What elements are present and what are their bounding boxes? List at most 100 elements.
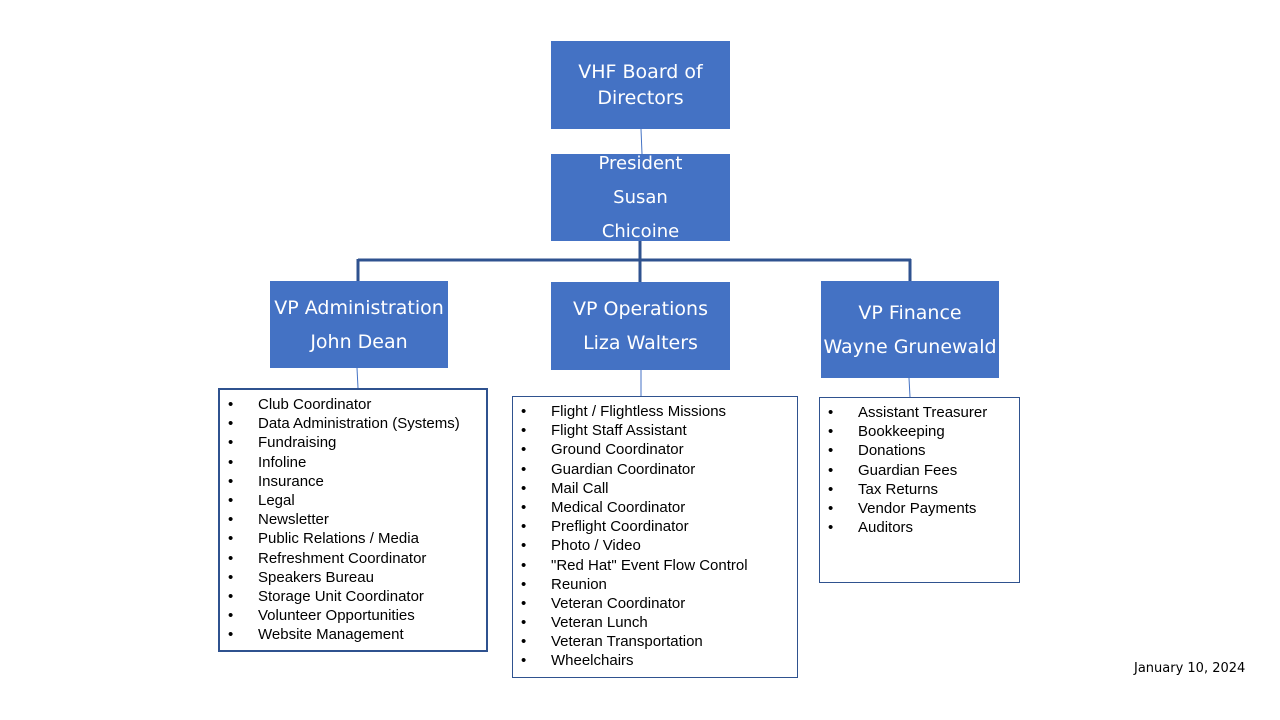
list-item: • Public Relations / Media: [220, 529, 486, 548]
list-item-text: Assistant Treasurer: [858, 404, 988, 421]
bullet-icon: •: [228, 549, 234, 567]
bullet-icon: •: [521, 441, 527, 459]
list-item: •Club Coordinator: [220, 395, 486, 414]
list-item-text: Bookkeeping: [858, 423, 945, 441]
board-of-directors-box: VHF Board of Directors: [551, 41, 730, 129]
list-item: • Flight Staff Assistant: [513, 421, 797, 440]
bullet-icon: •: [521, 652, 527, 670]
bullet-icon: •: [228, 587, 234, 605]
bullet-icon: •: [828, 519, 834, 537]
bullet-icon: •: [828, 423, 834, 441]
list-item-text: Ground Coordinator: [551, 441, 684, 459]
list-item-text: Public Relations / Media: [258, 530, 419, 548]
vp-fin-name: Wayne Grunewald: [823, 335, 997, 358]
president-name-line2: Chicoine: [601, 220, 680, 242]
list-item: • Infoline: [220, 453, 486, 472]
list-item: •Data Administration (Systems): [220, 414, 486, 433]
bullet-icon: •: [228, 491, 234, 509]
bullet-icon: •: [521, 498, 527, 516]
bullet-icon: •: [521, 556, 527, 574]
bullet-icon: •: [828, 499, 834, 517]
list-item-text: Preflight Coordinator: [551, 518, 689, 536]
list-item: •Medical Coordinator: [513, 498, 797, 517]
list-item: • Ground Coordinator: [513, 440, 797, 459]
bullet-icon: •: [228, 607, 234, 625]
list-item: • Bookkeeping: [820, 422, 1019, 441]
list-item: • Newsletter: [220, 510, 486, 529]
list-item: • Veteran Coordinator: [513, 594, 797, 613]
list-item-text: Veteran Transportation: [551, 633, 703, 651]
list-item-text: Photo / Video: [551, 537, 641, 555]
list-item: •Veteran Lunch: [513, 613, 797, 632]
list-item: • Insurance: [220, 472, 486, 491]
list-item-text: Guardian Coordinator: [551, 460, 696, 478]
bullet-icon: •: [228, 530, 234, 548]
vp-ops-name: Liza Walters: [583, 332, 698, 354]
board-president-connector: [640, 128, 643, 155]
vp-administration-box: VP Administration John Dean: [270, 281, 448, 368]
bullet-icon: •: [228, 472, 234, 490]
list-item-text: Insurance: [258, 472, 324, 490]
bullet-icon: •: [228, 415, 234, 433]
vp-ops-title: VP Operations: [573, 298, 708, 320]
bullet-icon: •: [228, 626, 234, 644]
list-item-text: Website Management: [258, 626, 404, 644]
list-item-text: Donations: [858, 442, 926, 460]
list-item: • Guardian Coordinator: [513, 460, 797, 479]
bullet-icon: •: [228, 396, 234, 413]
vp-finance-list-connector: [908, 377, 911, 398]
bullet-icon: •: [521, 594, 527, 612]
bullet-icon: •: [828, 461, 834, 479]
list-item: • Auditors: [820, 518, 1019, 537]
list-item: • Website Management: [220, 625, 486, 644]
bullet-icon: •: [228, 511, 234, 529]
list-item-text: Guardian Fees: [858, 461, 958, 479]
list-item-text: Infoline: [258, 453, 307, 471]
president-box: President Susan Chicoine: [551, 153, 730, 242]
vp-admin-duties-list: •Club Coordinator •Data Administration (…: [218, 388, 488, 652]
bullet-icon: •: [828, 404, 834, 421]
list-item-text: Newsletter: [258, 511, 329, 529]
list-item: • Flight / Flightless Missions: [513, 402, 797, 421]
list-item-text: Veteran Coordinator: [551, 594, 686, 612]
vp-finance-box: VP Finance Wayne Grunewald: [821, 281, 999, 378]
list-item-text: Flight / Flightless Missions: [551, 403, 727, 420]
bullet-icon: •: [521, 422, 527, 440]
bullet-icon: •: [828, 442, 834, 460]
list-item: • "Red Hat" Event Flow Control: [513, 556, 797, 575]
list-item-text: Auditors: [858, 519, 914, 537]
board-title-line1: VHF Board of: [578, 61, 703, 83]
list-item: • Photo / Video: [513, 536, 797, 555]
vp-ops-duties-list: • Flight / Flightless Missions • Flight St…: [512, 396, 798, 678]
list-item: •Tax Returns: [820, 480, 1019, 499]
bullet-icon: •: [228, 453, 234, 471]
vp-fin-title: VP Finance: [858, 301, 962, 324]
bullet-icon: •: [521, 575, 527, 593]
bullet-icon: •: [521, 537, 527, 555]
list-item-text: "Red Hat" Event Flow Control: [551, 556, 748, 574]
bullet-icon: •: [228, 434, 234, 452]
list-item: •Speakers Bureau: [220, 568, 486, 587]
board-title-line2: Directors: [597, 87, 684, 109]
list-item-text: Flight Staff Assistant: [551, 422, 687, 440]
list-item: • Donations: [820, 441, 1019, 460]
list-item-text: Mail Call: [551, 479, 609, 497]
list-item: • Fundraising: [220, 433, 486, 452]
vp-operations-box: VP Operations Liza Walters: [551, 282, 730, 370]
vp-admin-name: John Dean: [310, 330, 408, 353]
bullet-icon: •: [521, 460, 527, 478]
list-item-text: Legal: [258, 491, 295, 509]
bullet-icon: •: [828, 480, 834, 498]
bullet-icon: •: [521, 518, 527, 536]
list-item-text: Wheelchairs: [551, 652, 634, 670]
list-item: • Guardian Fees: [820, 461, 1019, 480]
list-item: • Wheelchairs: [513, 651, 797, 670]
bullet-icon: •: [521, 403, 527, 420]
list-item: •Mail Call: [513, 479, 797, 498]
date-label: January 10, 2024: [1134, 661, 1246, 676]
list-item: •Vendor Payments: [820, 499, 1019, 518]
list-item-text: Fundraising: [258, 434, 337, 452]
president-name-line1: Susan: [613, 186, 668, 208]
list-item: •Refreshment Coordinator: [220, 549, 486, 568]
